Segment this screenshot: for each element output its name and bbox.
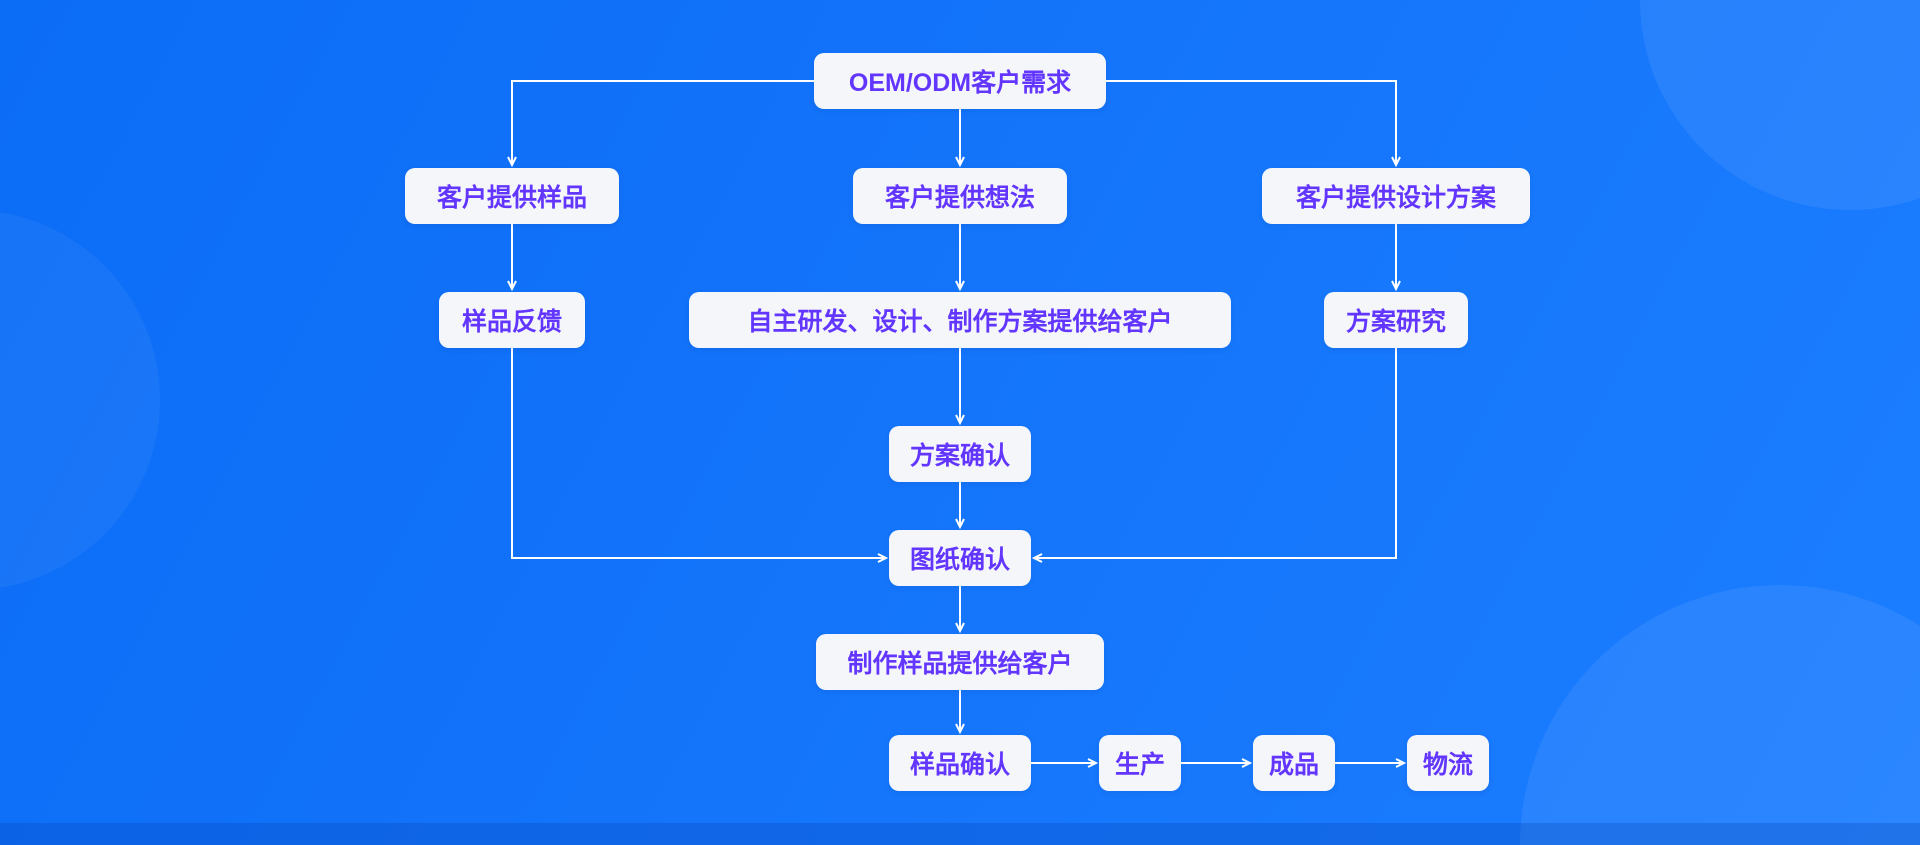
node-drawing-confirmation: 图纸确认 — [889, 530, 1031, 586]
node-finished-product: 成品 — [1253, 735, 1335, 791]
edge-oem-to-design — [1106, 80, 1401, 168]
node-make-sample-for-customer: 制作样品提供给客户 — [816, 634, 1104, 690]
edge-research-to-drawing — [1031, 348, 1397, 563]
node-sample-feedback: 样品反馈 — [439, 292, 585, 348]
edge-oem-to-sample — [507, 80, 814, 168]
node-plan-research: 方案研究 — [1324, 292, 1468, 348]
node-customer-provides-idea: 客户提供想法 — [853, 168, 1067, 224]
node-customer-provides-design: 客户提供设计方案 — [1262, 168, 1530, 224]
node-sample-confirmation: 样品确认 — [889, 735, 1031, 791]
node-production: 生产 — [1099, 735, 1181, 791]
edge-feedback-to-drawing — [511, 348, 889, 563]
node-oem-odm-requirement: OEM/ODM客户需求 — [814, 53, 1106, 109]
node-self-rd-design-plan: 自主研发、设计、制作方案提供给客户 — [689, 292, 1231, 348]
node-plan-confirmation: 方案确认 — [889, 426, 1031, 482]
node-logistics: 物流 — [1407, 735, 1489, 791]
background-bottom-band — [0, 823, 1920, 845]
node-customer-provides-sample: 客户提供样品 — [405, 168, 619, 224]
